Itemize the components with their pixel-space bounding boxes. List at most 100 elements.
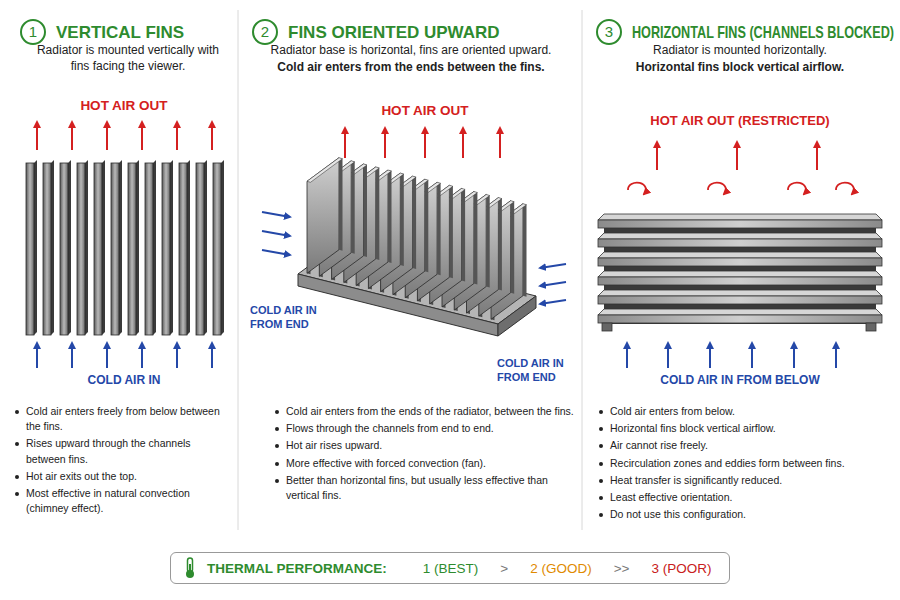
cold-air-label: COLD AIR IN FROM END (250, 303, 342, 332)
fin-side (511, 201, 515, 294)
heading: HORIZONTAL FINS (CHANNELS BLOCKED) (632, 23, 894, 43)
bullet-note: More effective with forced convection (f… (272, 456, 574, 471)
fin-side (474, 192, 478, 285)
fin (111, 163, 119, 335)
airflow-arrow (751, 343, 753, 368)
fin-top (598, 309, 882, 315)
fin-side (486, 195, 490, 288)
description: Horizontal fins block vertical airflow. (590, 60, 890, 76)
airflow-arrows (37, 122, 836, 368)
fin (598, 277, 882, 285)
description: Radiator is mounted horizontally. (590, 43, 890, 59)
bullet-note: Heat transfer is significantly reduced. (596, 473, 892, 488)
airflow-arrow (36, 122, 38, 150)
fin-side (34, 160, 37, 335)
fin (162, 163, 170, 335)
airflow-arrow (262, 250, 290, 255)
step-number: 2 (254, 21, 276, 43)
bullet-note: Least effective orientation. (596, 490, 892, 505)
fin (26, 163, 34, 335)
airflow-arrow (71, 122, 73, 150)
description: Radiator is mounted vertically with fins… (28, 43, 228, 74)
fin-top (598, 233, 882, 239)
eddy-arrow (628, 183, 646, 194)
airflow-arrow (462, 128, 464, 158)
vertical-fin-radiator (26, 160, 224, 335)
fin (128, 163, 136, 335)
fin (213, 163, 221, 335)
fin-top (598, 271, 882, 277)
airflow-arrow (656, 142, 658, 170)
fin-side (388, 170, 392, 263)
foot (602, 323, 612, 331)
bullet-note: Flows through the channels from end to e… (272, 421, 574, 436)
airflow-arrow (141, 343, 143, 368)
fin (307, 158, 339, 274)
fin-side (187, 160, 190, 335)
fin (94, 163, 102, 335)
airflow-arrow (424, 128, 426, 158)
performance-rank: 1 (BEST) (423, 561, 479, 576)
bullet-note: Horizontal fins block vertical airflow. (596, 421, 892, 436)
fin-side (449, 185, 453, 278)
foot (866, 323, 876, 331)
fin-top (598, 252, 882, 258)
cold-air-label: COLD AIR IN (24, 373, 224, 389)
description: Cold air enters from the ends between th… (246, 60, 576, 76)
fin (598, 220, 882, 228)
fin (60, 163, 68, 335)
airflow-arrow (36, 343, 38, 368)
airflow-arrow (106, 343, 108, 368)
fin (598, 239, 882, 247)
hot-air-label: HOT AIR OUT (RESTRICTED) (610, 113, 870, 130)
fin (196, 163, 204, 335)
cold-air-label: COLD AIR IN FROM BELOW (610, 373, 870, 389)
bullet-note: Cold air enters from below. (596, 404, 892, 419)
airflow-arrow (499, 128, 501, 158)
step-number: 3 (598, 21, 620, 43)
bullet-note: Do not use this configuration. (596, 507, 892, 522)
airflow-arrow (176, 122, 178, 150)
step-circle: 2FINS ORIENTED UPWARD (252, 19, 278, 45)
performance-box: THERMAL PERFORMANCE:1 (BEST)>2 (GOOD)>>3… (170, 552, 730, 584)
cold-air-label: COLD AIR IN FROM END (497, 356, 577, 385)
fin-side (204, 160, 207, 335)
description: Radiator base is horizontal, fins are or… (246, 43, 576, 59)
fin-side (339, 158, 343, 251)
performance-rank: 3 (POOR) (651, 561, 711, 576)
performance-label: THERMAL PERFORMANCE: (207, 561, 387, 576)
fin-top (598, 290, 882, 296)
airflow-arrow (344, 128, 346, 158)
fin-side (364, 164, 368, 257)
bullet-note: Hot air exits out the top. (12, 469, 230, 484)
airflow-arrow (835, 343, 837, 368)
fin-side (498, 198, 502, 291)
fin-top (307, 158, 343, 183)
step-number: 1 (22, 21, 44, 43)
bullet-note: Most effective in natural convection (ch… (12, 486, 230, 516)
airflow-arrow (626, 343, 628, 368)
performance-rank: > (500, 561, 508, 576)
column-divider (582, 10, 583, 530)
fin-side (85, 160, 88, 335)
bullet-note: Cold air enters freely from below betwee… (12, 404, 230, 434)
fin-side (400, 173, 404, 266)
thermometer-level (189, 564, 191, 573)
airflow-arrow (540, 300, 566, 304)
fin-side (351, 161, 355, 254)
airflow-arrow (262, 231, 290, 236)
fin-side (68, 160, 71, 335)
bullet-note: Cold air enters from the ends of the rad… (272, 404, 574, 419)
fin-side (523, 204, 527, 297)
column-divider (238, 10, 239, 530)
airflow-arrow (667, 343, 669, 368)
heading: VERTICAL FINS (56, 23, 184, 43)
airflow-arrow (106, 122, 108, 150)
heading: FINS ORIENTED UPWARD (288, 23, 500, 43)
fin-side (413, 176, 417, 269)
airflow-arrow (816, 142, 818, 170)
fin (43, 163, 51, 335)
fin (598, 315, 882, 323)
fin (145, 163, 153, 335)
fin-side (102, 160, 105, 335)
